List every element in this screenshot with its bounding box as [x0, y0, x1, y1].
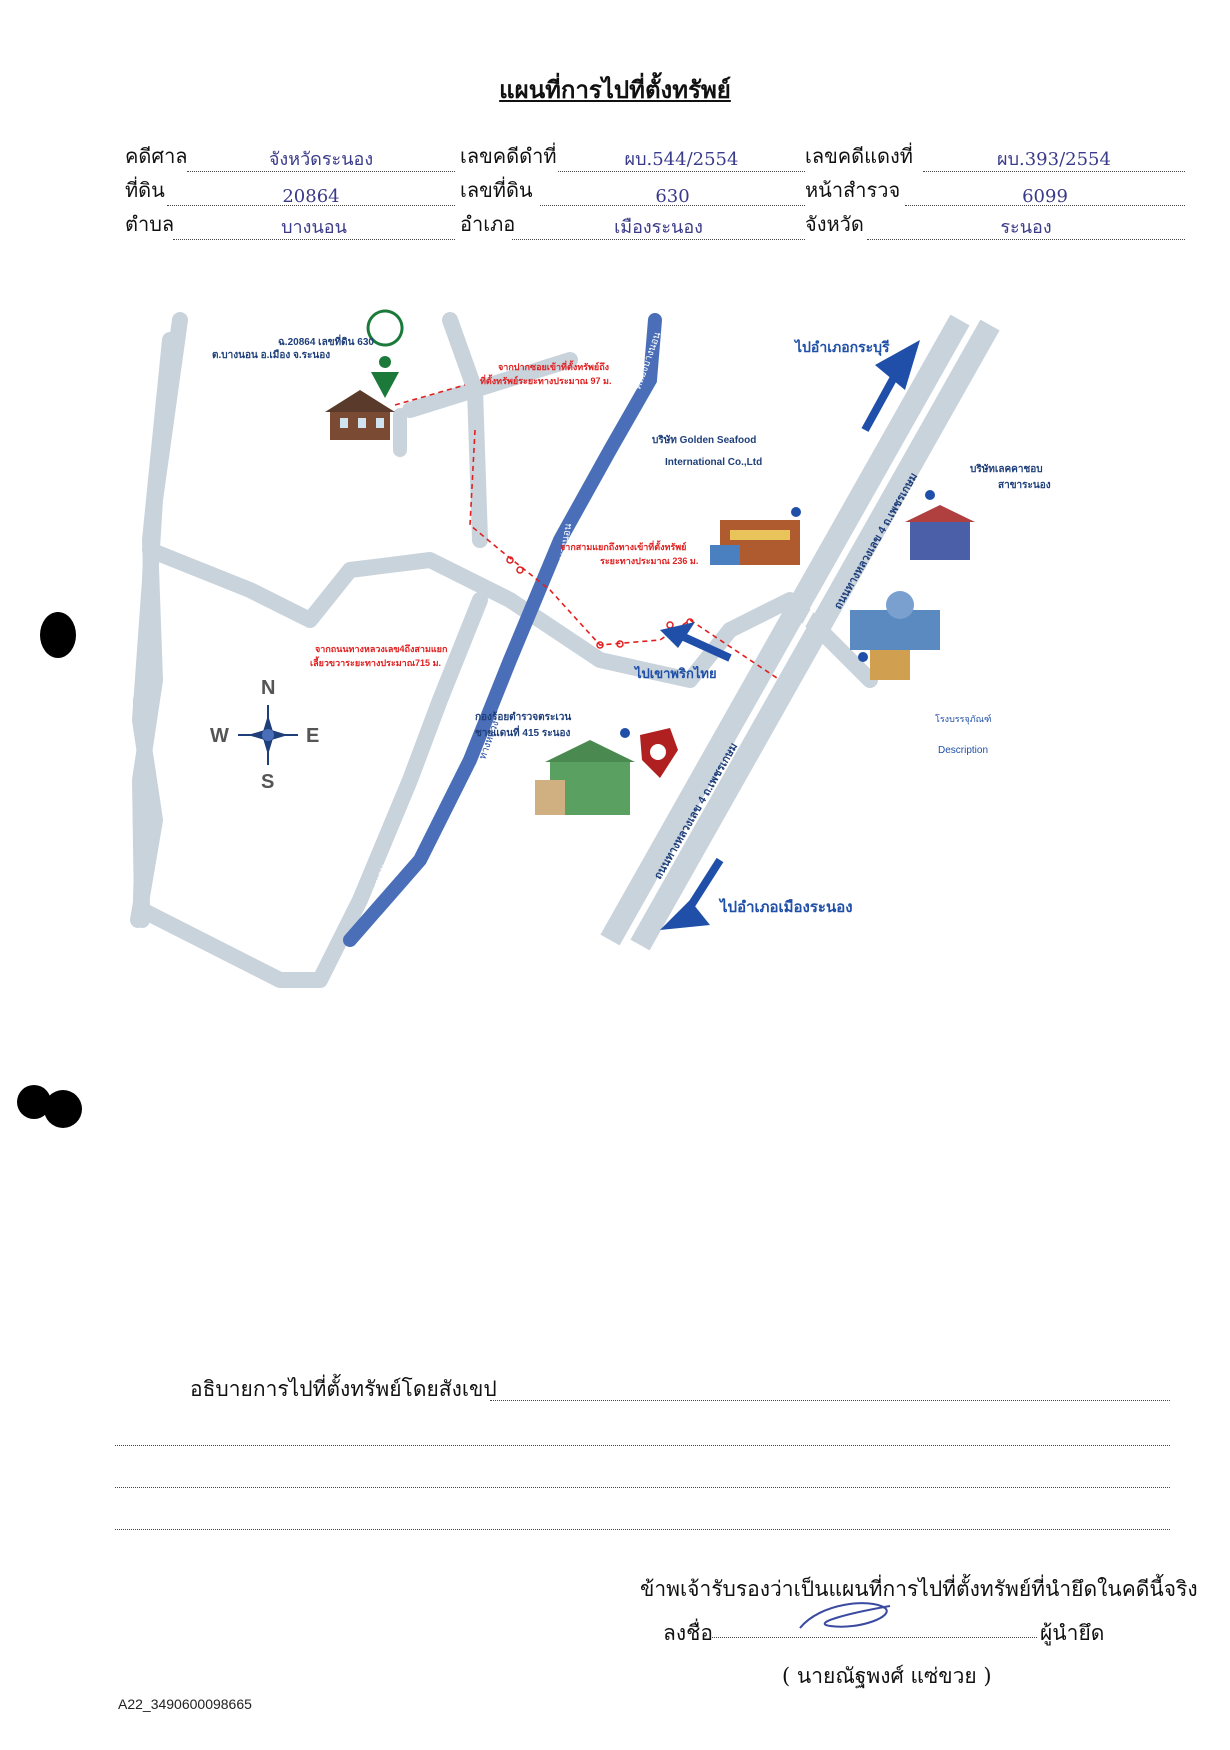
- arrow-to-kraburi-icon: [861, 340, 920, 432]
- signer-role: ผู้นำยึด: [1040, 1621, 1105, 1645]
- route-note-2-line-1: จากสามแยกถึงทางเข้าที่ตั้งทรัพย์: [560, 540, 686, 552]
- survey-value: 6099: [1022, 186, 1068, 207]
- route-note-1-line-2: ที่ตั้งทรัพย์ระยะทางประมาณ 97 ม.: [480, 374, 612, 386]
- district-field: อำเภอ เมืองระนอง: [460, 212, 805, 246]
- black-case-value: ผบ.544/2554: [624, 149, 739, 170]
- property-label-2: ต.บางนอน อ.เมือง จ.ระนอง: [212, 349, 330, 361]
- black-case-field: เลขคดีดำที่ ผบ.544/2554: [460, 144, 805, 178]
- compass-s: S: [261, 771, 274, 793]
- bank-building-icon: [905, 505, 975, 560]
- compass-e: E: [306, 725, 319, 747]
- police-label-1: กองร้อยตำรวจตระเวน: [475, 711, 571, 723]
- district-label: อำเภอ: [460, 212, 516, 236]
- survey-label: หน้าสำรวจ: [805, 178, 901, 202]
- police-marker-icon: [620, 728, 630, 738]
- to-khao-prik-label: ไปเขาพริกไทย: [633, 665, 717, 681]
- land-no-label: เลขที่ดิน: [460, 178, 533, 202]
- case-info-row-3: ตำบล บางนอน อำเภอ เมืองระนอง จังหวัด ระน…: [125, 212, 1185, 246]
- property-pin-icon: [366, 309, 404, 398]
- arrow-to-khao-prik-icon: [660, 622, 732, 662]
- court-value: จังหวัดระนอง: [268, 149, 374, 170]
- punch-hole-mark: [40, 612, 76, 658]
- compass-w: W: [210, 725, 229, 747]
- police-badge-icon: [640, 728, 678, 778]
- to-muang-label: ไปอำเภอเมืองระนอง: [718, 897, 853, 916]
- company1-label-2: International Co.,Ltd: [665, 457, 762, 468]
- survey-field: หน้าสำรวจ 6099: [805, 178, 1185, 212]
- to-kraburi-label: ไปอำเภอกระบุรี: [793, 338, 890, 356]
- land-field: ที่ดิน 20864: [125, 178, 455, 212]
- case-info-row-2: ที่ดิน 20864 เลขที่ดิน 630 หน้าสำรวจ 609…: [125, 178, 1185, 212]
- district-value: เมืองระนอง: [614, 217, 703, 238]
- canal: [343, 313, 662, 947]
- signer-name: ( นายณัฐพงศ์ แซ่ขวย ): [782, 1664, 992, 1688]
- factory-marker-icon: [858, 652, 868, 662]
- police-label-2: ชายแดนที่ 415 ระนอง: [475, 725, 570, 739]
- land-value: 20864: [282, 186, 340, 207]
- page-title: แผนที่การไปที่ตั้งทรัพย์: [499, 75, 731, 104]
- description-line-3: [115, 1487, 1170, 1488]
- route-line: [394, 384, 781, 681]
- description-label: Description: [938, 745, 988, 756]
- land-label: ที่ดิน: [125, 178, 165, 202]
- signature-image: [799, 1602, 891, 1629]
- sign-label: ลงชื่อ: [663, 1621, 713, 1645]
- red-case-label: เลขคดีแดงที่: [805, 144, 913, 168]
- province-field: จังหวัด ระนอง: [805, 212, 1185, 246]
- document-code: A22_3490600098665: [118, 1696, 252, 1712]
- subdistrict-value: บางนอน: [281, 217, 347, 238]
- location-map: คลองบางนอน บางนอน บางนอน ทางหลวง ถนนทางห…: [130, 309, 1051, 988]
- province-label: จังหวัด: [805, 212, 864, 236]
- description-line-1: [490, 1400, 1170, 1401]
- route-note-2-line-2: ระยะทางประมาณ 236 ม.: [600, 556, 698, 566]
- company2-label-2: สาขาระนอง: [998, 480, 1051, 491]
- land-no-field: เลขที่ดิน 630: [460, 178, 805, 212]
- route-note-3-line-1: จากถนนทางหลวงเลข4ถึงสามแยก: [315, 644, 447, 654]
- subdistrict-label: ตำบล: [125, 212, 175, 236]
- case-info-row-1: คดีศาล จังหวัดระนอง เลขคดีดำที่ ผบ.544/2…: [125, 144, 1185, 178]
- arrow-to-muang-icon: [660, 857, 724, 930]
- province-value: ระนอง: [1000, 217, 1052, 238]
- highway-4: [600, 314, 1000, 951]
- red-case-value: ผบ.393/2554: [997, 149, 1111, 170]
- route-note-1-line-1: จากปากซอยเข้าที่ตั้งทรัพย์ถึง: [498, 360, 609, 372]
- certification-statement: ข้าพเจ้ารับรองว่าเป็นแผนที่การไปที่ตั้งท…: [640, 1577, 1198, 1601]
- description-line-2: [115, 1445, 1170, 1446]
- industrial-complex-icon: [850, 591, 940, 680]
- company1-label-1: บริษัท Golden Seafood: [652, 434, 756, 446]
- signature-line: [712, 1637, 1037, 1638]
- company2-label-1: บริษัทเลคคาชอบ: [970, 463, 1043, 475]
- property-label-1: ฉ.20864 เลขที่ดิน 630: [278, 334, 374, 348]
- black-case-label: เลขคดีดำที่: [460, 144, 557, 168]
- compass-rose-icon: [238, 705, 298, 765]
- company2-marker-icon: [925, 490, 935, 500]
- factory-building-icon: [710, 520, 800, 565]
- company1-marker-icon: [791, 507, 801, 517]
- subdistrict-field: ตำบล บางนอน: [125, 212, 455, 246]
- local-roads: [130, 312, 878, 988]
- land-no-value: 630: [655, 186, 690, 207]
- property-house-icon: [325, 390, 395, 440]
- court-label: คดีศาล: [125, 144, 188, 168]
- description-line-4: [115, 1529, 1170, 1530]
- punch-hole-mark: [44, 1090, 82, 1128]
- description-label: อธิบายการไปที่ตั้งทรัพย์โดยสังเขป: [190, 1377, 497, 1401]
- court-field: คดีศาล จังหวัดระนอง: [125, 144, 455, 178]
- factory-label: โรงบรรจุภัณฑ์: [935, 713, 991, 725]
- route-note-3-line-2: เลี้ยวขวาระยะทางประมาณ715 ม.: [310, 656, 441, 668]
- compass-n: N: [261, 677, 275, 699]
- police-station-icon: [535, 740, 635, 815]
- red-case-field: เลขคดีแดงที่ ผบ.393/2554: [805, 144, 1185, 178]
